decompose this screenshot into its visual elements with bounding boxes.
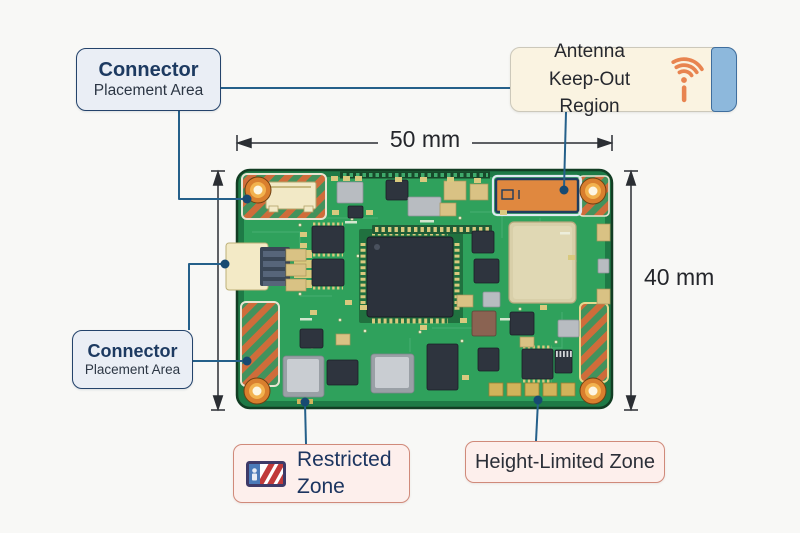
width-dimension-text: 50 mm bbox=[389, 125, 461, 152]
connector-placement-label-top: Connector Placement Area bbox=[76, 48, 221, 111]
leader-left-connector bbox=[188, 263, 222, 330]
rf-shield bbox=[508, 221, 577, 304]
label-line: Placement Area bbox=[84, 361, 181, 377]
mounting-hole bbox=[579, 177, 607, 205]
leader-lines bbox=[178, 87, 567, 445]
wifi-antenna-icon bbox=[671, 56, 704, 102]
label-line: Zone bbox=[297, 474, 345, 498]
leader-antenna bbox=[563, 111, 567, 190]
tiny-passives bbox=[300, 176, 575, 380]
mounting-hole bbox=[244, 176, 272, 204]
label-line: Placement Area bbox=[93, 81, 204, 99]
mounting-holes bbox=[243, 176, 607, 405]
height-dimension-text: 40 mm bbox=[644, 263, 715, 290]
label-line: Connector bbox=[98, 58, 199, 81]
label-line: Antenna bbox=[554, 41, 625, 63]
width-dimension bbox=[235, 135, 614, 151]
antenna-keepout-label: Antenna Keep-Out Region bbox=[510, 41, 737, 117]
label-end-cap bbox=[711, 47, 737, 112]
metal-can-components bbox=[282, 353, 415, 398]
label-line: Height-Limited Zone bbox=[474, 450, 656, 473]
silkscreen-marks bbox=[300, 220, 570, 321]
mounting-hole bbox=[579, 377, 607, 405]
height-limited-zone-label: Height-Limited Zone bbox=[465, 441, 665, 483]
top-left-connector bbox=[265, 181, 317, 213]
antenna-keepout-zone-area bbox=[491, 174, 583, 217]
connector-placement-label-left: Connector Placement Area bbox=[72, 330, 193, 389]
restricted-zone-text: Restricted Zone bbox=[297, 447, 392, 500]
restricted-area-badge-icon bbox=[246, 460, 286, 487]
connector-zone-bottom-left bbox=[240, 301, 280, 387]
antenna-label-text: Antenna Keep-Out Region bbox=[511, 38, 662, 121]
mounting-hole bbox=[243, 377, 271, 405]
height-dimension-right bbox=[624, 169, 638, 412]
label-line: Connector bbox=[87, 341, 178, 362]
height-dimension-left bbox=[211, 169, 225, 412]
gold-cap-row bbox=[488, 382, 576, 397]
leader-dots bbox=[220, 185, 569, 407]
leader-connector-top bbox=[178, 111, 244, 200]
restricted-zone-label: Restricted Zone bbox=[233, 444, 410, 503]
label-line: Restricted bbox=[297, 448, 392, 472]
leader-height-limited bbox=[535, 400, 539, 442]
smd-components bbox=[282, 176, 611, 404]
leader-restricted bbox=[304, 402, 307, 445]
height-limited-zone-area bbox=[579, 302, 609, 383]
main-ic-chip bbox=[359, 229, 463, 324]
pin-header bbox=[372, 225, 492, 234]
label-line: Keep-Out Region bbox=[548, 68, 631, 118]
